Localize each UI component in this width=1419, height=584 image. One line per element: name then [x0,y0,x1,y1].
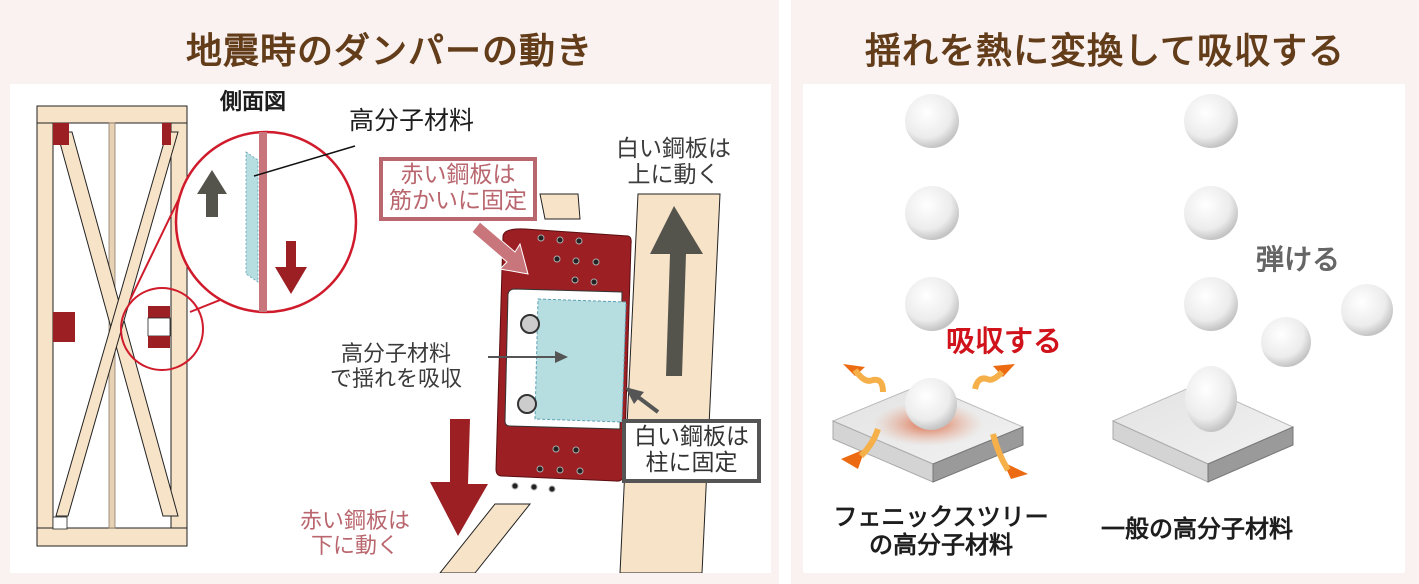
heat-conversion-panel: 揺れを熱に変換して吸収する [791,0,1419,584]
falling-balls-phoenix [905,94,959,331]
ball-drop-graphic [831,94,1393,483]
heat-arrows-icon [841,364,1028,479]
magnify-small-circle [120,287,204,371]
panel-title-damper-motion: 地震時のダンパーの動き [185,31,593,72]
down-arrow-icon [430,419,488,536]
brace-wood [439,503,532,573]
damper-diagram-graphic [36,105,721,573]
label-side-view: 側面図 [220,90,287,115]
heat-conversion-area: 吸収する 弾ける フェニックスツリー の高分子材料 一般の高分子材料 [803,84,1405,573]
damper-motion-panel: 地震時のダンパーの動き [0,0,779,584]
phoenix-polymer-slab [831,378,1025,483]
up-arrow-icon [650,206,703,376]
label-phoenix-polymer: フェニックスツリー の高分子材料 [833,503,1049,559]
general-polymer-slab [1111,366,1295,483]
damper-diagram-area: 側面図 高分子材料 赤い鋼板は 筋かいに固定 白い鋼板は 上に動く 高分子材料 … [10,84,771,573]
callout-red-plate-fixed: 赤い鋼板は 筋かいに固定 [379,157,537,221]
label-red-plate-moves-down: 赤い鋼板は 下に動く [300,509,411,560]
polymer-sheet [534,298,627,423]
label-absorb: 吸収する [946,324,1063,358]
panel-title-heat-conversion: 揺れを熱に変換して吸収する [865,31,1345,72]
label-polymer-absorbs: 高分子材料 で揺れを吸収 [330,342,463,393]
label-bounce: 弾ける [1256,243,1341,276]
label-polymer-material: 高分子材料 [349,106,475,135]
label-white-plate-moves-up: 白い鋼板は 上に動く [616,136,731,189]
callout-white-plate-fixed: 白い鋼板は 柱に固定 [622,419,761,483]
label-general-polymer: 一般の高分子材料 [1101,515,1293,543]
falling-balls-general [1184,94,1393,367]
wall-frame-icon [36,105,188,547]
